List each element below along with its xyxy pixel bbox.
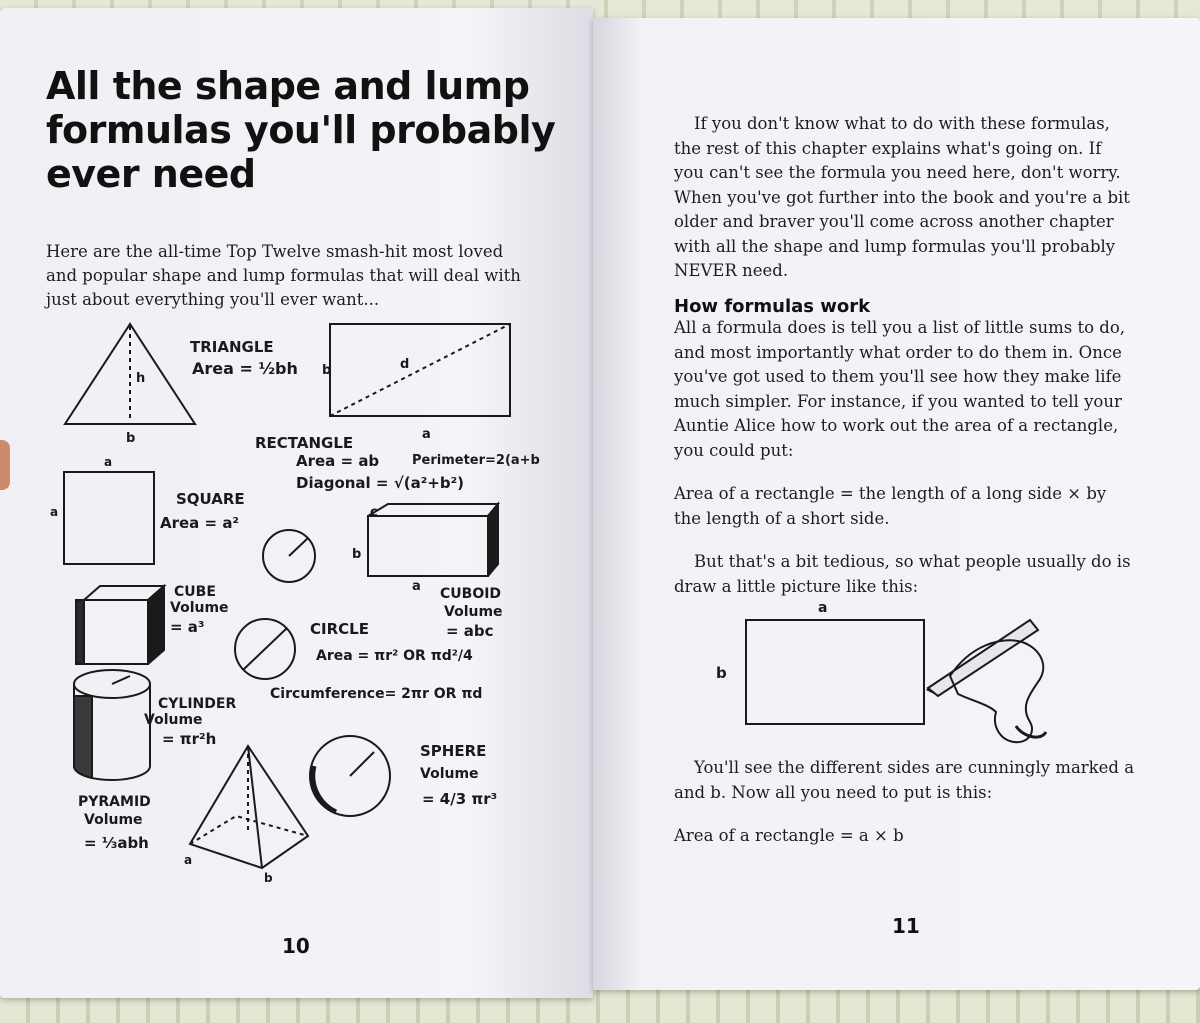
circle-small-shape [262, 529, 316, 583]
cube-volume-label: Volume [170, 600, 229, 616]
formula-circumference: Circumference= 2πr OR πd [270, 686, 482, 702]
page-title: All the shape and lump formulas you'll p… [46, 64, 556, 196]
paragraph-formulas: All a formula does is tell you a list of… [674, 318, 1126, 460]
triangle-shape [63, 322, 197, 425]
formula-pyramid: = ⅓abh [84, 834, 149, 852]
paragraph-picture: But that's a bit tedious, so what people… [674, 552, 1131, 596]
label-cube: CUBE [174, 584, 216, 600]
triangle-b: b [126, 431, 135, 446]
pyramid-shape [188, 744, 310, 870]
rectangle-d: d [400, 357, 409, 372]
pyramid-a: a [184, 853, 192, 867]
label-cylinder: CYLINDER [158, 696, 236, 712]
hand-pencil-drawing [926, 618, 1048, 744]
triangle-h: h [136, 371, 145, 386]
rectangle-illustration: a b [716, 600, 1048, 744]
cuboid-b: b [352, 547, 361, 562]
rectangle-shape [329, 323, 511, 417]
cylinder-volume-label: Volume [144, 712, 203, 728]
label-sphere: SPHERE [420, 742, 486, 760]
sphere-shape [309, 735, 391, 817]
right-page [593, 18, 1200, 990]
paragraph-intro: If you don't know what to do with these … [674, 114, 1130, 280]
sphere-volume-label: Volume [420, 766, 479, 782]
label-triangle: TRIANGLE [190, 338, 274, 356]
circle-shape [234, 618, 296, 680]
thumb [0, 440, 10, 490]
formula-cylinder: = πr²h [162, 730, 216, 748]
paragraph-sides: You'll see the different sides are cunni… [674, 758, 1135, 802]
page-number-left: 10 [282, 934, 310, 958]
page-number-right: 11 [892, 914, 920, 938]
cuboid-c: c [370, 505, 378, 520]
label-cuboid: CUBOID [440, 586, 501, 602]
label-circle: CIRCLE [310, 620, 369, 638]
shapes-diagram: TRIANGLE Area = ½bh h b b d a RECTANGLE … [50, 322, 540, 885]
formula-circle-area: Area = πr² OR πd²/4 [316, 648, 473, 664]
cuboid-volume-label: Volume [444, 604, 503, 620]
square-a-top: a [104, 455, 112, 469]
cuboid-shape [367, 501, 501, 577]
label-square: SQUARE [176, 490, 245, 508]
illus-b-label: b [716, 664, 727, 682]
pyramid-b: b [264, 871, 273, 885]
intro-paragraph: Here are the all-time Top Twelve smash-h… [46, 242, 521, 309]
formula-triangle: Area = ½bh [192, 359, 298, 378]
formula-rectangle-diagonal: Diagonal = √(a²+b²) [296, 474, 464, 492]
formula-cuboid: = abc [446, 622, 494, 640]
formula-cube: = a³ [170, 618, 204, 636]
label-pyramid: PYRAMID [78, 794, 151, 810]
cube-shape [75, 583, 167, 665]
square-a-left: a [50, 505, 58, 519]
formula-line: Area of a rectangle = a × b [674, 826, 904, 845]
paragraph-rectangle-words: Area of a rectangle = the length of a lo… [674, 484, 1107, 528]
section-heading: How formulas work [674, 296, 871, 317]
label-rectangle: RECTANGLE [255, 434, 353, 452]
rectangle-a: a [422, 427, 431, 442]
cuboid-a: a [412, 579, 421, 594]
formula-rectangle-area: Area = ab [296, 452, 379, 470]
cylinder-shape [72, 669, 151, 781]
formula-square: Area = a² [160, 514, 239, 532]
formula-sphere: = 4/3 πr³ [422, 790, 497, 808]
rectangle-b: b [322, 363, 331, 378]
formula-rectangle-perimeter: Perimeter=2(a+b) [412, 453, 540, 468]
pyramid-volume-label: Volume [84, 812, 143, 828]
square-shape [63, 471, 155, 565]
illus-a-label: a [818, 600, 827, 616]
